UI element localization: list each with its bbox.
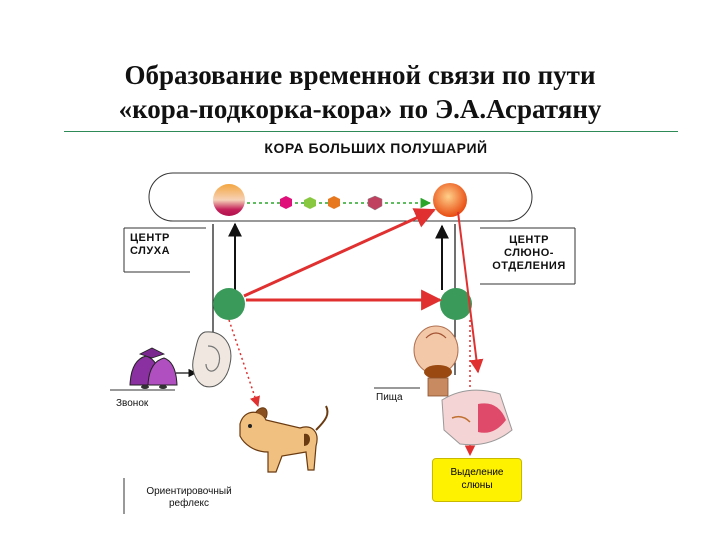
bell-label: Звонок — [116, 398, 149, 409]
title-divider — [64, 131, 678, 132]
orienting-reflex-line-2: рефлекс — [168, 498, 209, 509]
salivation-cortical-node — [433, 183, 467, 217]
orienting-reflex-line-1: Ориентировочный — [146, 486, 232, 497]
saliva-output-line-1: Выделение — [450, 467, 504, 478]
hearing-center-line-1: ЦЕНТР — [130, 232, 170, 244]
bell-icon — [129, 347, 178, 389]
ear-icon — [192, 331, 232, 388]
orienting-reflex-label: Ориентировочный рефлекс — [134, 486, 244, 510]
chain-node-4 — [367, 195, 383, 211]
orienting-reflex-arrow — [228, 319, 260, 407]
cortex-to-salivation-arrow — [457, 211, 484, 374]
title-line-1: Образование временной связи по пути — [124, 60, 596, 90]
salivation-center-line-2: СЛЮНО- — [504, 247, 554, 259]
chain-node-3 — [328, 196, 340, 209]
hearing-subcortical-node — [213, 288, 245, 320]
hearing-cortical-node — [213, 184, 245, 216]
subcortex-to-cortex-arrow — [243, 208, 436, 298]
hearing-center-label: ЦЕНТР СЛУХА — [130, 232, 170, 258]
salivation-center-line-3: ОТДЕЛЕНИЯ — [492, 260, 566, 272]
title-line-2: «кора-подкорка-кора» по Э.А.Асратяну — [118, 94, 602, 124]
saliva-output-line-2: слюны — [461, 480, 493, 491]
chain-node-1 — [280, 196, 292, 209]
saliva-output-box: Выделение слюны — [432, 458, 522, 502]
cortex-capsule — [148, 172, 533, 222]
tongue-icon — [413, 325, 459, 397]
page-title: Образование временной связи по пути «кор… — [0, 58, 720, 126]
dog-icon — [239, 405, 329, 473]
salivation-center-label: ЦЕНТР СЛЮНО- ОТДЕЛЕНИЯ — [484, 234, 574, 273]
saliva-gland-icon — [441, 389, 513, 446]
salivation-subcortical-node — [440, 288, 472, 320]
cortex-label: КОРА БОЛЬШИХ ПОЛУШАРИЙ — [264, 140, 488, 156]
saliva-output-label: Выделение слюны — [433, 459, 521, 492]
chain-node-2 — [304, 197, 316, 209]
salivation-center-line-1: ЦЕНТР — [509, 234, 549, 246]
hearing-center-line-2: СЛУХА — [130, 245, 171, 257]
food-label: Пища — [376, 392, 403, 403]
